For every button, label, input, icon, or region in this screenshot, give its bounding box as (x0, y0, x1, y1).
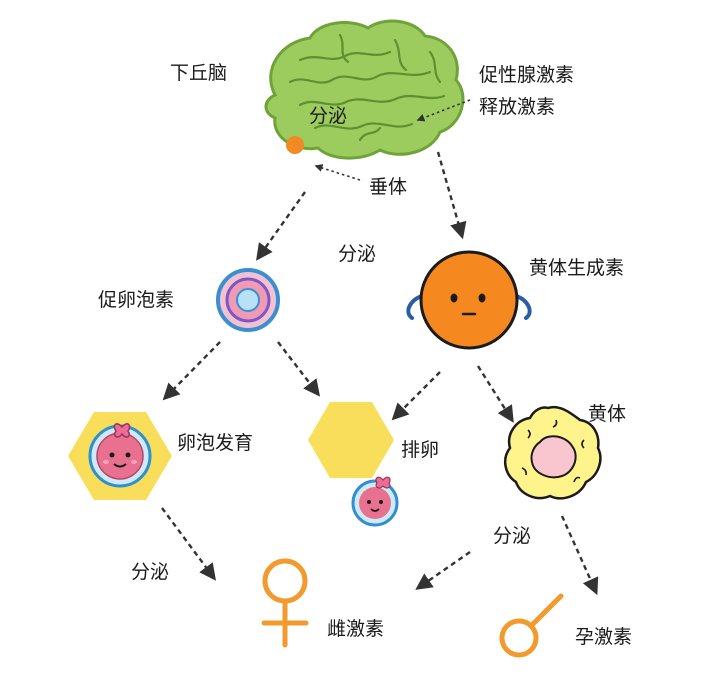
lh-label: 黄体生成素 (529, 257, 625, 279)
fsh-follicle-icon (216, 268, 280, 332)
arrow-lh-to-ovulation (391, 371, 441, 421)
estrogen-label: 雌激素 (327, 618, 385, 640)
progesterone-label: 孕激素 (575, 626, 633, 648)
arrow-pituitary-to-fsh (256, 191, 306, 261)
pituitary-label: 垂体 (369, 176, 408, 198)
secrete-brain-label: 分泌 (309, 105, 348, 127)
secrete-pituitary-label: 分泌 (338, 243, 377, 265)
lh-character-icon (406, 250, 532, 350)
ovulation-icon (308, 402, 399, 527)
arrow-fsh-to-follicle (162, 341, 221, 401)
arrow-luteum-to-estrogen (415, 551, 471, 590)
ovulation-label: 排卵 (401, 439, 440, 461)
arrow-label-to-pituitary (314, 164, 361, 181)
follicle-development-label: 卵泡发育 (177, 432, 254, 454)
gnrh-label-line1: 促性腺激素 (479, 64, 575, 86)
arrow-follicle-to-estrogen (161, 507, 217, 581)
brain-icon (264, 19, 465, 160)
corpus-luteum-icon (503, 405, 602, 500)
arrow-gnrh-to-brain (416, 99, 471, 122)
corpus-luteum-label: 黄体 (588, 403, 627, 425)
secrete-luteum-label: 分泌 (493, 525, 532, 547)
gnrh-label-line2: 释放激素 (479, 96, 556, 118)
arrow-brain-to-lh (436, 151, 467, 240)
arrow-lh-to-luteum (476, 365, 514, 423)
hypothalamus-label: 下丘脑 (170, 62, 228, 84)
arrow-fsh-to-ovulation (277, 341, 321, 397)
progesterone-symbol-icon (499, 593, 564, 658)
follicle-development-icon (68, 412, 172, 500)
fsh-label: 促卵泡素 (98, 289, 175, 311)
secrete-follicle-label: 分泌 (131, 561, 170, 583)
pituitary-dot (286, 136, 304, 154)
arrow-luteum-to-progesterone (560, 515, 599, 596)
estrogen-symbol-icon (261, 558, 309, 648)
